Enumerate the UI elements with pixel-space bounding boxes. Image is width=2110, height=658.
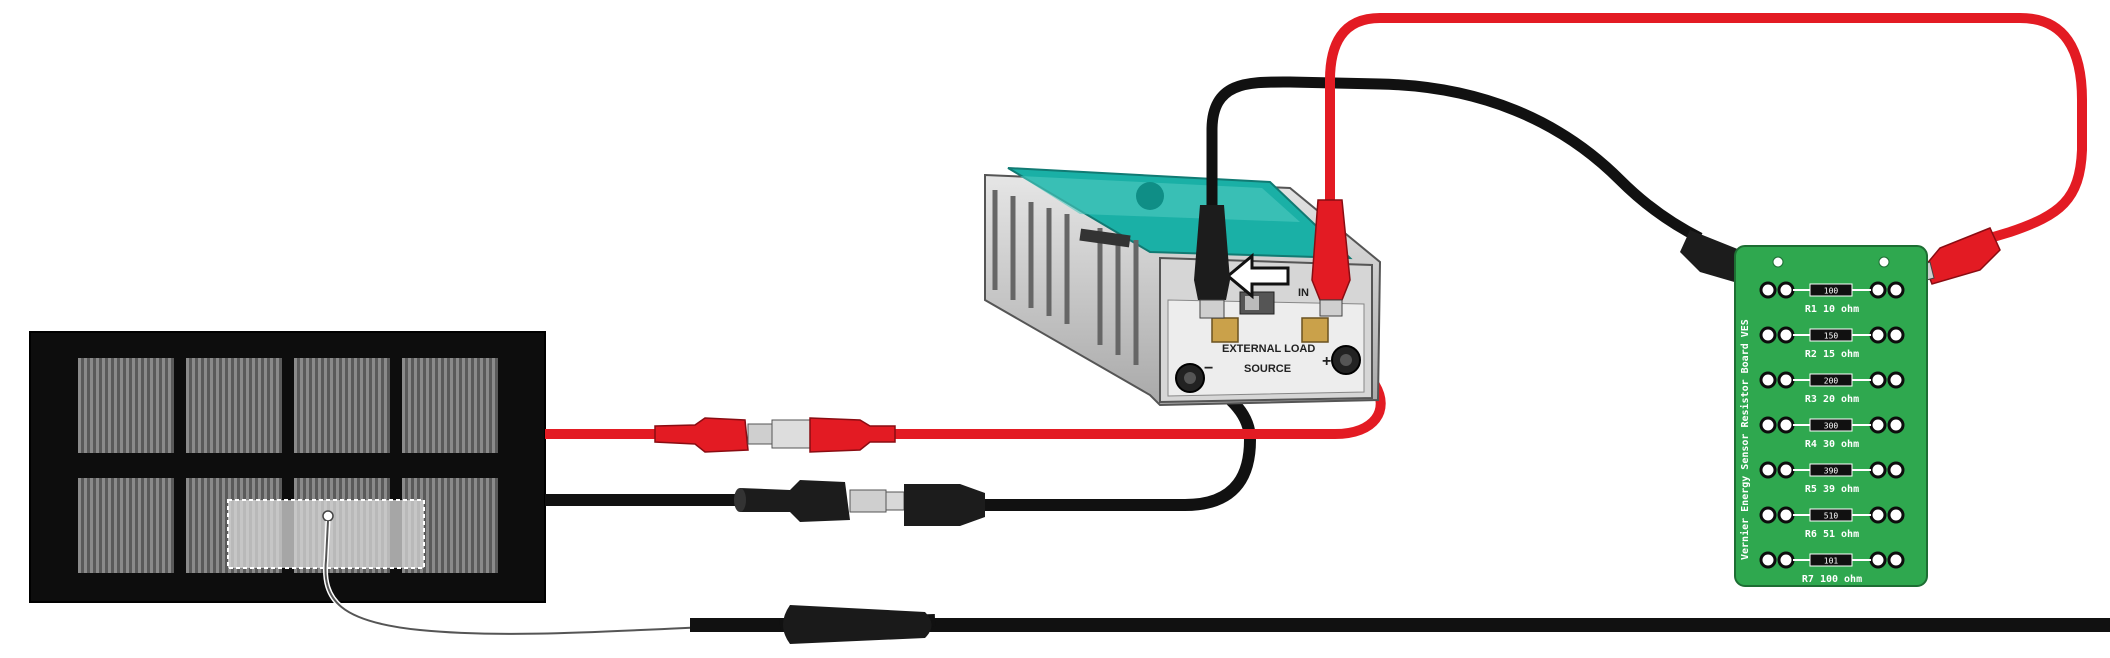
terminal-pad bbox=[1759, 416, 1777, 434]
resistor-body bbox=[1809, 373, 1853, 387]
resistor-code: 200 bbox=[1824, 377, 1839, 386]
source-jacks bbox=[1175, 345, 1361, 393]
terminal-pad bbox=[1869, 281, 1887, 299]
terminal-pad bbox=[1777, 416, 1795, 434]
external-load-label: EXTERNAL LOAD bbox=[1222, 343, 1315, 355]
terminal-pad bbox=[1777, 506, 1795, 524]
resistor-code: 101 bbox=[1824, 557, 1839, 566]
direction-arrow bbox=[1225, 252, 1290, 300]
terminal-pad bbox=[1887, 506, 1905, 524]
resistor-row: 510 R6 51 ohm bbox=[1759, 506, 1905, 540]
terminal-pad bbox=[1887, 461, 1905, 479]
device-vents bbox=[992, 190, 1139, 365]
terminal-pad bbox=[1887, 551, 1905, 569]
external-load-terminals bbox=[1211, 317, 1329, 343]
resistor-body bbox=[1809, 508, 1853, 522]
resistor-label: R2 15 ohm bbox=[1805, 349, 1859, 360]
terminal-pad bbox=[1869, 551, 1887, 569]
resistor-label: R5 39 ohm bbox=[1805, 484, 1859, 495]
terminal-pad bbox=[1777, 326, 1795, 344]
resistor-label: R6 51 ohm bbox=[1805, 529, 1859, 540]
solar-panel bbox=[29, 331, 781, 637]
probe-tape bbox=[227, 499, 781, 637]
resistor-rows: 100 R1 10 ohm 150 R2 15 ohm 200 R3 20 ohm 300R… bbox=[1759, 281, 1905, 585]
source-label: SOURCE bbox=[1244, 363, 1291, 375]
minus-label: − bbox=[1204, 360, 1213, 377]
resistor-board-title: Vernier Energy Sensor Resistor Board VES bbox=[1739, 319, 1751, 560]
resistor-row: 100 R1 10 ohm bbox=[1759, 281, 1905, 315]
terminal-pad bbox=[1777, 461, 1795, 479]
resistor-label: R3 20 ohm bbox=[1805, 394, 1859, 405]
terminal-pad bbox=[1869, 506, 1887, 524]
resistor-code: 300 bbox=[1824, 422, 1839, 431]
resistor-body bbox=[1809, 328, 1853, 342]
resistor-body bbox=[1809, 553, 1853, 567]
plus-label: + bbox=[1322, 353, 1331, 370]
terminal-pad bbox=[1777, 551, 1795, 569]
terminal-pad bbox=[1759, 506, 1777, 524]
resistor-code: 510 bbox=[1824, 512, 1839, 521]
terminal-pad bbox=[1869, 416, 1887, 434]
resistor-label: R4 30 ohm bbox=[1805, 439, 1859, 450]
resistor-row: 101 R7 100 ohm bbox=[1759, 551, 1905, 585]
resistor-code: 390 bbox=[1824, 467, 1839, 476]
resistor-body bbox=[1809, 283, 1853, 297]
resistor-body bbox=[1809, 463, 1853, 477]
temperature-probe-cable bbox=[690, 605, 2110, 644]
switch-label: IN bbox=[1298, 287, 1309, 299]
terminal-pad bbox=[1869, 326, 1887, 344]
input-switch bbox=[1239, 291, 1275, 315]
terminal-pad bbox=[1759, 371, 1777, 389]
terminal-pad bbox=[1777, 281, 1795, 299]
terminal-pad bbox=[1759, 326, 1777, 344]
resistor-body bbox=[1809, 418, 1853, 432]
terminal-pad bbox=[1777, 371, 1795, 389]
resistor-code: 100 bbox=[1824, 287, 1839, 296]
terminal-pad bbox=[1759, 281, 1777, 299]
terminal-pad bbox=[1869, 461, 1887, 479]
terminal-pad bbox=[1887, 416, 1905, 434]
resistor-row: 300 R4 30 ohm bbox=[1759, 416, 1905, 450]
terminal-pad bbox=[1887, 371, 1905, 389]
resistor-code: 150 bbox=[1824, 332, 1839, 341]
resistor-row: 200 R3 20 ohm bbox=[1759, 371, 1905, 405]
resistor-board: Vernier Energy Sensor Resistor Board VES… bbox=[1734, 245, 1928, 587]
terminal-pad bbox=[1759, 461, 1777, 479]
resistor-label: R7 100 ohm bbox=[1802, 574, 1862, 585]
red-wire-load bbox=[1311, 13, 2087, 317]
terminal-pad bbox=[1887, 326, 1905, 344]
resistor-label: R1 10 ohm bbox=[1805, 304, 1859, 315]
terminal-pad bbox=[1887, 281, 1905, 299]
terminal-pad bbox=[1869, 371, 1887, 389]
terminal-pad bbox=[1759, 551, 1777, 569]
resistor-row: 390 R5 39 ohm bbox=[1759, 461, 1905, 495]
resistor-row: 150 R2 15 ohm bbox=[1759, 326, 1905, 360]
